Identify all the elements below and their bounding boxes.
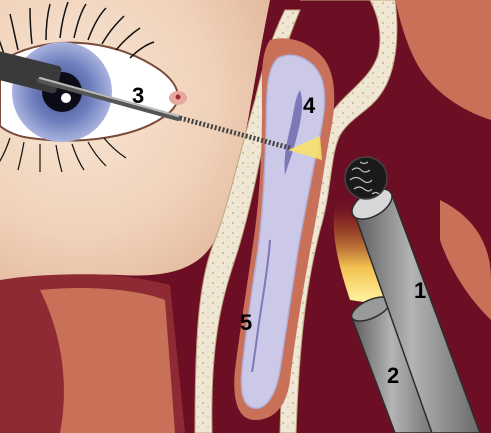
punctum-opening bbox=[176, 95, 181, 100]
label-instrument-1: 1 bbox=[414, 278, 426, 303]
label-instrument-2: 2 bbox=[387, 363, 399, 388]
label-lacrimal-sac: 4 bbox=[303, 93, 316, 118]
eye-highlight bbox=[61, 93, 71, 103]
label-nasolacrimal-duct: 5 bbox=[240, 310, 252, 335]
label-probe: 3 bbox=[132, 83, 144, 108]
